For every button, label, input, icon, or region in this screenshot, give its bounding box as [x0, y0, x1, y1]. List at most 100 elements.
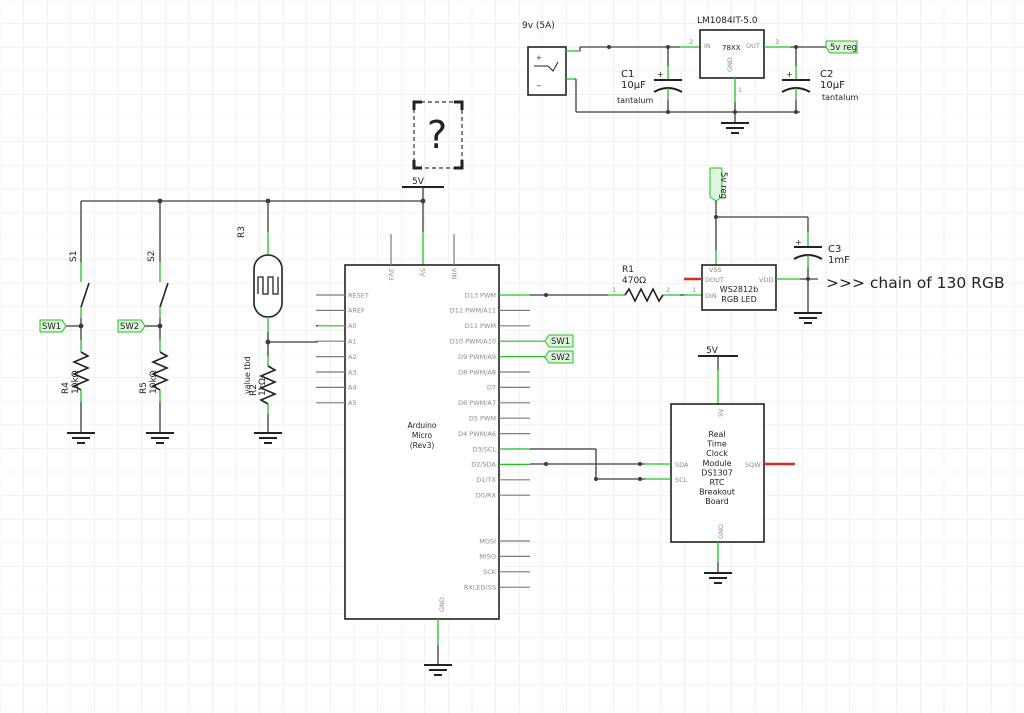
ldr-circuit: R3 value tbd R2 1kΩ: [237, 201, 318, 444]
r4-name: R4: [61, 382, 71, 394]
net-5v-label: 5V: [412, 177, 425, 187]
r1-name: R1: [622, 265, 634, 275]
svg-text:−: −: [536, 82, 542, 90]
arduino-rev: (Rev3): [410, 441, 435, 450]
arduino-pin-label-a0: A0: [348, 322, 357, 330]
svg-text:78XX: 78XX: [722, 44, 741, 52]
arduino-subtitle: Micro: [412, 431, 433, 440]
arduino-pin-label-3v3: 3V3: [387, 268, 395, 281]
resistor-r2[interactable]: [258, 365, 278, 405]
r5-value: 10kΩ: [149, 370, 159, 394]
resistor-r5[interactable]: [150, 351, 170, 391]
arduino-pin-label-5v: 5V: [419, 268, 427, 277]
arduino-pin-label-d2-sda: D2/SDA: [471, 461, 496, 469]
svg-text:SQW: SQW: [745, 461, 761, 469]
voltage-regulator[interactable]: 78XX IN OUT GND: [699, 29, 765, 79]
arduino-pin-label-d4-pwm-a6: D4 PWM/A6: [458, 430, 496, 438]
net-label-sw2-left[interactable]: SW2: [117, 319, 146, 333]
rtc-text-line: Module: [702, 459, 731, 468]
arduino-pin-label-d3-scl: D3/SCL: [472, 445, 496, 453]
rtc-text-line: Board: [705, 497, 729, 506]
svg-text:WS2812b: WS2812b: [720, 285, 758, 294]
svg-text:+: +: [536, 54, 542, 62]
bus-5v: 5V: [81, 177, 444, 265]
rtc-text-line: Breakout: [699, 488, 735, 497]
svg-text:SCL: SCL: [675, 476, 688, 484]
r5-name: R5: [139, 382, 149, 394]
net-label-5v-reg-led[interactable]: 5v reg: [709, 167, 728, 202]
arduino-pin-label-d9-pwm-a9: D9 PWM/A9: [458, 353, 496, 361]
ground-symbol-led: [794, 312, 822, 324]
arduino-pin-label-gnd: GND: [438, 597, 446, 612]
arduino-title: Arduino: [407, 421, 436, 430]
arduino-pin-label-mosi: MOSI: [479, 537, 496, 545]
net-label-sw2-right[interactable]: SW2: [544, 350, 574, 364]
c1-value: 10µF: [621, 80, 646, 91]
arduino-pin-label-d6-pwm-a7: D6 PWM/A7: [458, 399, 496, 407]
switch-s1[interactable]: [80, 282, 90, 318]
svg-text:DOUT: DOUT: [705, 276, 724, 284]
r2-note: value tbd: [243, 356, 252, 394]
arduino-pin-label-d5-pwm: D5 PWM: [469, 415, 496, 423]
svg-text:GND: GND: [726, 57, 734, 72]
resistor-r4[interactable]: [71, 351, 91, 391]
svg-text:1: 1: [692, 286, 696, 294]
ground-symbol-rtc: [704, 572, 732, 584]
svg-text:3: 3: [775, 38, 779, 46]
arduino-pin-label-d10-pwm-a10: D10 PWM/A10: [450, 338, 496, 346]
led-section: 1 2 1 R1 470Ω 5v reg VSS DOUT DIN VDD WS…: [530, 167, 1005, 324]
arduino-pin-label-d8-pwm-a8: D8 PWM/A8: [458, 368, 496, 376]
r1-value: 470Ω: [622, 276, 646, 286]
svg-text:5v reg: 5v reg: [718, 172, 728, 199]
c1-name: C1: [621, 69, 634, 80]
arduino-pin-label-d12-pwm-a11: D12 PWM/A11: [450, 307, 496, 315]
capacitor-c3[interactable]: +: [793, 217, 823, 260]
arduino-pin-label-aref: AREF: [348, 307, 365, 315]
chain-note: >>> chain of 130 RGB: [826, 274, 1005, 292]
arduino-pin-label-vin: VIN: [450, 268, 458, 279]
rtc-description: RealTimeClockModuleDS1307RTCBreakoutBoar…: [699, 430, 735, 506]
rtc-text-line: DS1307: [701, 468, 733, 477]
svg-text:2: 2: [689, 38, 693, 46]
net-label-sw1-left[interactable]: SW1: [39, 319, 67, 333]
rtc-text-line: Time: [706, 440, 727, 449]
r4-value: 10kΩ: [71, 370, 81, 394]
barrel-jack[interactable]: + −: [527, 46, 567, 96]
ground-symbol-s1: [67, 432, 95, 444]
net-label-5v-reg[interactable]: 5v reg: [825, 40, 858, 54]
power-supply-section: 9v (5A) + − 2 LM1084IT-5.0 78XX IN OUT: [522, 16, 858, 134]
unknown-component[interactable]: ?: [412, 100, 464, 170]
arduino-pin-label-d0-rx: D0/RX: [476, 492, 497, 500]
arduino-pin-label-d7: D7: [487, 384, 496, 392]
arduino-pin-label-a5: A5: [348, 399, 357, 407]
capacitor-c2[interactable]: +: [781, 47, 811, 112]
rtc-module[interactable]: 5V SDA SCL SQW GND RealTimeClockModuleDS…: [670, 403, 765, 543]
svg-text:VDD: VDD: [759, 276, 773, 284]
rtc-text-line: Real: [708, 430, 725, 439]
ground-symbol-s2: [146, 432, 174, 444]
arduino-pin-label-miso: MISO: [479, 553, 496, 561]
regulator-part: LM1084IT-5.0: [697, 16, 758, 26]
svg-text:SW1: SW1: [551, 337, 570, 347]
ground-symbol-power: [721, 122, 749, 134]
arduino-pin-label-reset: RESET: [348, 291, 369, 299]
arduino-pin-label-a1: A1: [348, 338, 357, 346]
rtc-text-line: Clock: [706, 449, 728, 458]
switch-s2-circuit: S2 R5 10kΩ SW2: [117, 201, 174, 444]
switch-s2[interactable]: [159, 282, 169, 318]
svg-text:1: 1: [738, 86, 742, 94]
r2-value: 1kΩ: [258, 378, 268, 396]
arduino-micro[interactable]: Arduino Micro (Rev3): [344, 264, 500, 620]
resistor-r1[interactable]: [624, 287, 664, 303]
ws2812b-led[interactable]: VSS DOUT DIN VDD WS2812b RGB LED: [701, 264, 777, 311]
net-label-sw1-right[interactable]: SW1: [544, 334, 574, 348]
capacitor-c1[interactable]: +: [653, 47, 683, 112]
c2-type: tantalum: [822, 93, 858, 102]
photoresistor-r3[interactable]: [253, 254, 283, 318]
svg-text:1: 1: [612, 286, 616, 294]
arduino-pin-label-d11-pwm: D11 PWM: [465, 322, 496, 330]
c2-value: 10µF: [820, 80, 845, 91]
